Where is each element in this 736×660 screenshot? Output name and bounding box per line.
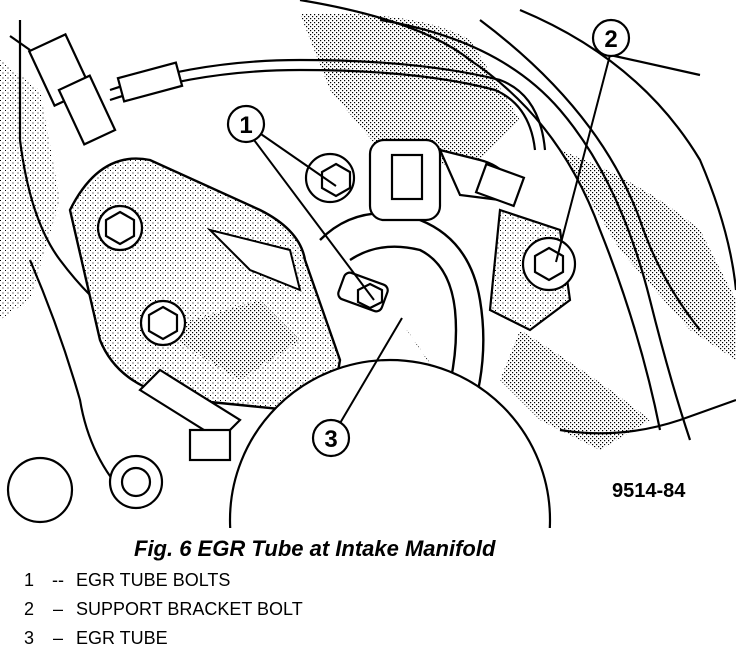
- svg-text:2: 2: [604, 26, 617, 53]
- legend-item: 3 – EGR TUBE: [24, 628, 303, 657]
- egr-tube-illustration: 1 2 3: [0, 0, 736, 528]
- legend-separator: –: [52, 599, 63, 619]
- legend-number: 2: [24, 599, 35, 619]
- legend-item: 1 -- EGR TUBE BOLTS: [24, 570, 303, 599]
- lower-components: [6, 358, 552, 528]
- legend: 1 -- EGR TUBE BOLTS 2 – SUPPORT BRACKET …: [24, 570, 303, 657]
- leader-lines: [253, 54, 611, 431]
- intake-manifold: [368, 138, 572, 332]
- svg-text:3: 3: [324, 426, 337, 453]
- callout-1: 1: [226, 104, 266, 144]
- legend-item: 2 – SUPPORT BRACKET BOLT: [24, 599, 303, 628]
- support-bracket-bolt: [521, 236, 577, 292]
- engine-shading: [0, 13, 736, 450]
- callout-3: 3: [311, 418, 351, 458]
- legend-separator: --: [52, 570, 64, 590]
- bracket-bolt-upper: [96, 204, 144, 252]
- bracket-bolt-lower: [139, 299, 187, 347]
- legend-separator: –: [52, 628, 63, 648]
- egr-tube-bolt-lower: [337, 271, 389, 313]
- svg-text:1: 1: [239, 112, 252, 139]
- legend-text: SUPPORT BRACKET BOLT: [76, 599, 303, 619]
- egr-tube-bolt-upper: [304, 152, 356, 204]
- legend-number: 3: [24, 628, 35, 648]
- support-bracket: [68, 157, 342, 412]
- sensor-wire: [9, 32, 547, 151]
- legend-text: EGR TUBE: [76, 628, 168, 648]
- engine-outlines: [18, 0, 736, 501]
- legend-number: 1: [24, 570, 35, 590]
- figure-caption: Fig. 6 EGR Tube at Intake Manifold: [134, 536, 496, 561]
- drawing-id: 9514-84: [612, 480, 686, 502]
- legend-text: EGR TUBE BOLTS: [76, 570, 231, 590]
- callout-2: 2: [591, 18, 631, 58]
